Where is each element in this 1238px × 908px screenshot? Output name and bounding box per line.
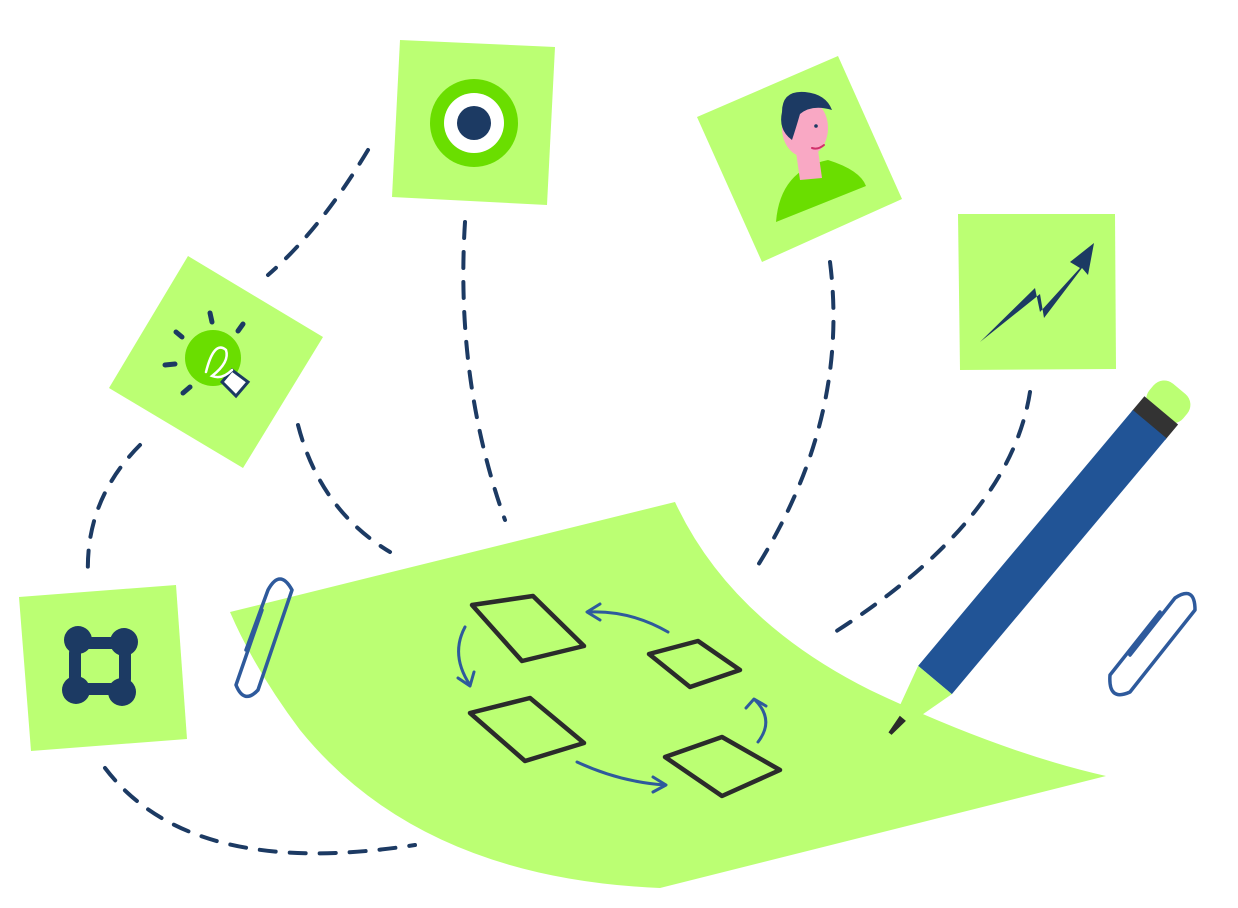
workflow-cycle-icon [456,593,783,799]
lightbulb-icon [162,310,251,399]
target-icon [430,79,518,167]
planning-sheet [230,502,1106,888]
node-network-icon [62,626,138,706]
paperclip-icon [1108,591,1197,697]
workflow-arrow [753,698,768,744]
person-note [697,56,902,262]
workflow-arrow [457,625,472,687]
workflow-arrow [586,610,670,634]
workflow-step-box [467,695,587,764]
pencil-icon [888,380,1191,735]
idea-note [109,256,323,468]
workflow-step-box [469,593,587,664]
person-avatar-icon [776,91,866,222]
dashed-connectors [85,148,1032,856]
network-note [19,585,187,751]
workflow-step-box [646,638,743,690]
workflow-arrow [575,760,667,787]
growth-arrow-icon [980,243,1094,342]
target-note [392,40,555,205]
growth-note [958,214,1116,370]
workflow-step-box [662,734,783,799]
paperclip-icon [234,577,294,699]
